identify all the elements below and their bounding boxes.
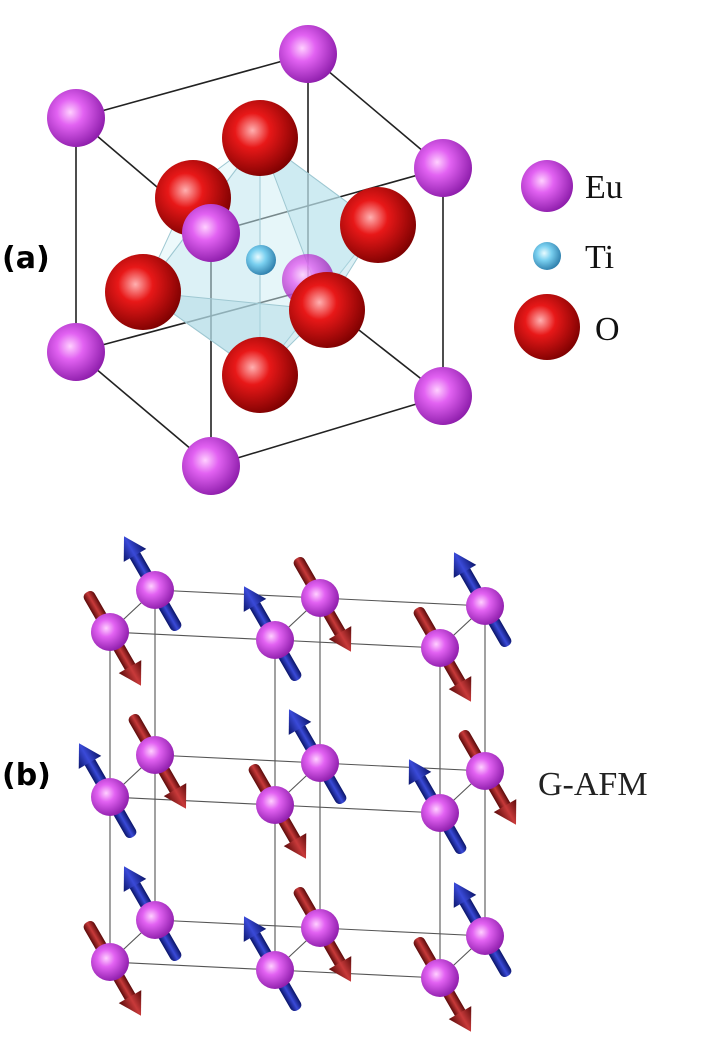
- spin-sites: [78, 536, 517, 1032]
- lattice-edge: [109, 961, 276, 971]
- legend-o-swatch: [514, 294, 580, 360]
- legend: Eu Ti O: [514, 160, 623, 360]
- eu-atom: [136, 736, 174, 774]
- panel-a-label: (a): [2, 241, 50, 276]
- legend-eu-swatch: [521, 160, 573, 212]
- lattice-edge: [109, 631, 276, 641]
- eu-atom: [256, 786, 294, 824]
- eu-atom: [466, 587, 504, 625]
- lattice-edge: [109, 796, 276, 806]
- magnetic-order-label: G-AFM: [538, 766, 648, 803]
- legend-ti-label: Ti: [585, 239, 614, 276]
- eu-atom: [136, 571, 174, 609]
- oxygen-atoms-front: [105, 254, 365, 413]
- eu-atom: [91, 778, 129, 816]
- lattice-edge: [274, 804, 441, 814]
- eu-atom: [256, 951, 294, 989]
- eu-atom: [301, 909, 339, 947]
- lattice-edge: [319, 927, 486, 937]
- lattice-edge: [319, 762, 486, 772]
- eu-atom: [421, 959, 459, 997]
- eu-atom: [466, 917, 504, 955]
- eu-atom: [91, 943, 129, 981]
- legend-o-label: O: [595, 311, 620, 348]
- lattice-edge: [154, 589, 321, 599]
- lattice-edge: [274, 969, 441, 979]
- eu-atom: [256, 621, 294, 659]
- lattice-edge: [274, 639, 441, 649]
- lattice-edge: [154, 754, 321, 764]
- ti-atom: [246, 245, 276, 275]
- lattice-edge: [154, 919, 321, 929]
- legend-ti-swatch: [533, 242, 561, 270]
- oxygen-atoms-back: [155, 100, 416, 263]
- eu-atom: [136, 901, 174, 939]
- legend-eu-label: Eu: [585, 169, 623, 206]
- eu-atom: [301, 579, 339, 617]
- eu-atom: [421, 629, 459, 667]
- panel-b-label: (b): [2, 758, 51, 793]
- eu-atom: [466, 752, 504, 790]
- eu-atom: [91, 613, 129, 651]
- lattice-edge: [319, 597, 486, 607]
- eu-atom: [301, 744, 339, 782]
- eu-corner-atoms: [47, 25, 472, 495]
- eu-atom: [421, 794, 459, 832]
